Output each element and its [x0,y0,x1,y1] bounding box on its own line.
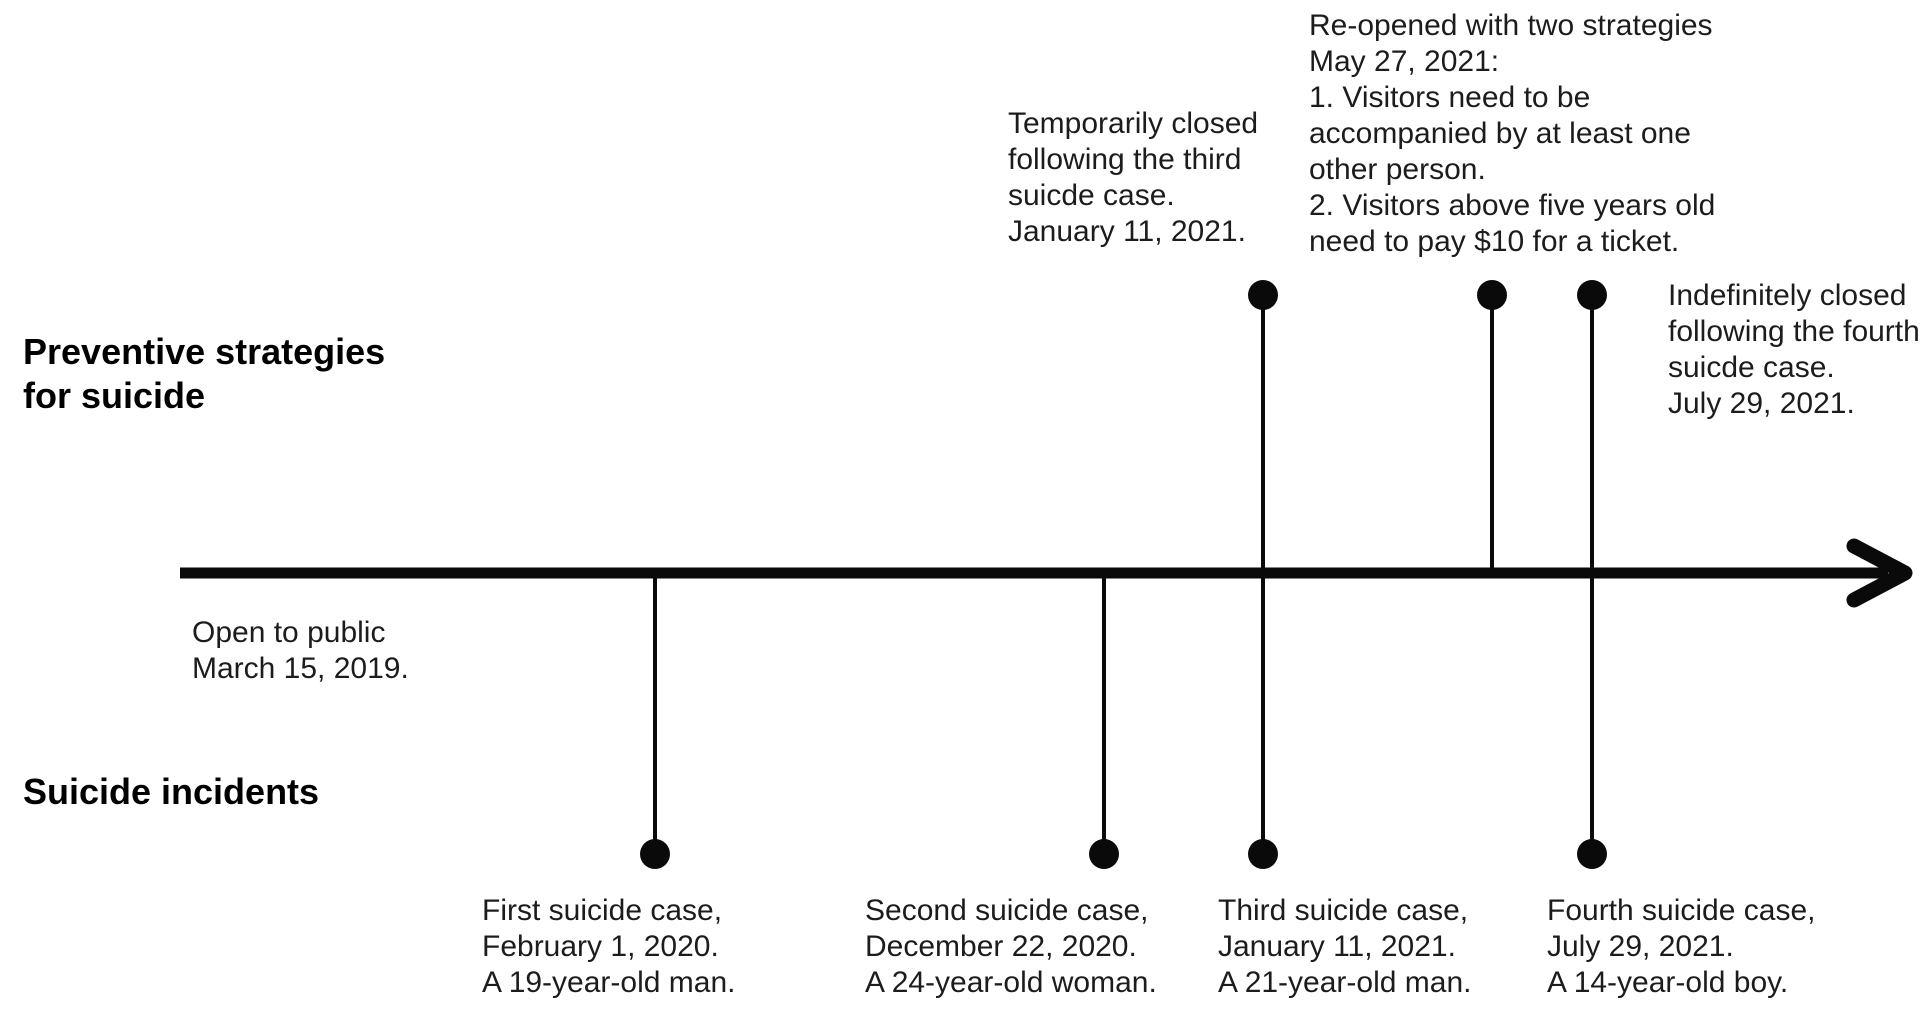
preventive-strategies-heading: Preventive strategies for suicide [23,331,386,416]
open-to-public-label: Open to public March 15, 2019. [192,616,409,685]
axis-arrowhead-icon [1846,538,1913,608]
indefinitely-closed-label: Indefinitely closed following the fourth… [1668,279,1920,420]
dot-first-incident [640,839,670,869]
dot-third-incident [1248,839,1278,869]
fourth-suicide-case-label: Fourth suicide case, July 29, 2021. A 14… [1547,894,1816,999]
temporarily-closed-label: Temporarily closed following the third s… [1008,107,1259,248]
dot-second-incident [1089,839,1119,869]
dot-temporary-closure [1248,280,1278,310]
reopened-label: Re-opened with two strategies May 27, 20… [1309,9,1716,258]
dot-fourth-incident [1577,839,1607,869]
dot-reopening [1477,280,1507,310]
suicide-incidents-heading: Suicide incidents [23,771,320,812]
second-suicide-case-label: Second suicide case, December 22, 2020. … [865,894,1157,999]
third-suicide-case-label: Third suicide case, January 11, 2021. A … [1218,894,1472,999]
first-suicide-case-label: First suicide case, February 1, 2020. A … [482,894,736,999]
dot-indefinite-closure [1577,280,1607,310]
